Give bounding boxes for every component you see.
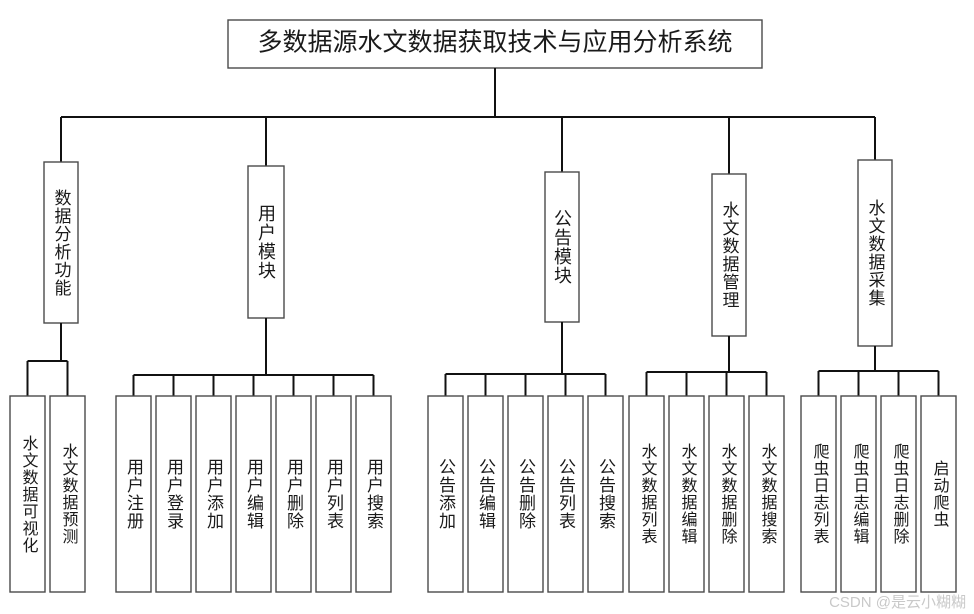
- watermark: CSDN @是云小糊糊: [829, 594, 966, 611]
- leaf-node-m1-1[interactable]: [49, 395, 86, 593]
- leaf-node-m5-1[interactable]: [840, 395, 877, 593]
- leaf-node-m3-3[interactable]: [547, 395, 584, 593]
- module-node-m5[interactable]: [857, 159, 893, 347]
- leaf-node-m2-4[interactable]: [275, 395, 312, 593]
- root-node-box[interactable]: [227, 19, 763, 69]
- leaf-node-m3-1[interactable]: [467, 395, 504, 593]
- leaf-node-m4-0[interactable]: [628, 395, 665, 593]
- leaf-node-m4-1[interactable]: [668, 395, 705, 593]
- leaf-node-m3-4[interactable]: [587, 395, 624, 593]
- leaf-node-m3-2[interactable]: [507, 395, 544, 593]
- module-node-m3[interactable]: [544, 171, 580, 323]
- module-node-m4[interactable]: [711, 173, 747, 337]
- leaf-node-m5-0[interactable]: [800, 395, 837, 593]
- leaf-node-m1-0[interactable]: [9, 395, 46, 593]
- module-node-m2[interactable]: [247, 165, 285, 319]
- leaf-node-m2-5[interactable]: [315, 395, 352, 593]
- leaf-node-m2-3[interactable]: [235, 395, 272, 593]
- leaf-node-m2-6[interactable]: [355, 395, 392, 593]
- leaf-node-m5-2[interactable]: [880, 395, 917, 593]
- leaf-node-m2-2[interactable]: [195, 395, 232, 593]
- leaf-node-m3-0[interactable]: [427, 395, 464, 593]
- leaf-node-m2-1[interactable]: [155, 395, 192, 593]
- root-node-label: 多数据源水文数据获取技术与应用分析系统: [257, 29, 732, 57]
- leaf-node-m4-3[interactable]: [748, 395, 785, 593]
- leaf-node-m2-0[interactable]: [115, 395, 152, 593]
- leaf-node-m4-2[interactable]: [708, 395, 745, 593]
- module-node-m1[interactable]: [43, 161, 79, 324]
- leaf-node-m5-3[interactable]: [920, 395, 957, 593]
